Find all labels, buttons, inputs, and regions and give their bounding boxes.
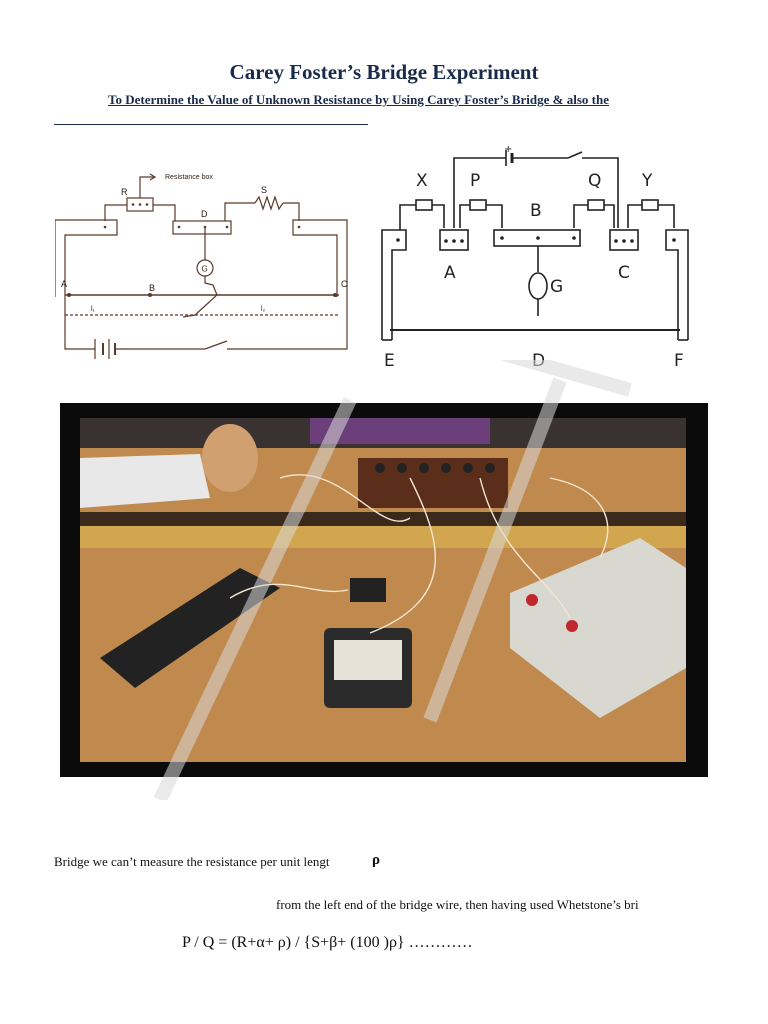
label-q: Q	[588, 171, 601, 191]
galvanometer-right	[528, 272, 548, 300]
terminal-a	[439, 229, 469, 251]
title-rule	[54, 124, 368, 125]
label-b-right: B	[530, 201, 542, 221]
resistor-q	[587, 199, 605, 211]
label-resistance-box: Resistance box	[165, 174, 213, 181]
label-r: R	[121, 187, 128, 197]
experiment-setup-photo	[80, 418, 686, 762]
supply-key	[567, 151, 583, 159]
label-a-right: A	[444, 263, 456, 283]
label-g: G	[202, 265, 208, 274]
carey-foster-circuit-diagram: Resistance box R S D G A B C l₁ l₂	[55, 173, 348, 359]
resistor-p	[469, 199, 487, 211]
battery-wire	[64, 297, 95, 350]
wire-s-right	[283, 202, 300, 221]
arrow-head	[149, 173, 157, 181]
label-y: Y	[641, 171, 653, 191]
left-end-strip	[55, 219, 118, 297]
label-x: X	[416, 171, 428, 191]
label-c-right: C	[618, 263, 630, 283]
rho-symbol: ρ	[372, 852, 381, 868]
label-l2: l₂	[261, 306, 266, 313]
middle-strip	[172, 220, 232, 235]
label-l1: l₁	[91, 306, 96, 313]
resistor-y	[641, 199, 659, 211]
wire-s-left	[224, 202, 255, 221]
terminal-b-strip	[493, 229, 581, 247]
page-title: Carey Foster’s Bridge Experiment	[229, 60, 539, 84]
label-p: P	[470, 171, 480, 191]
label-d-right: D	[532, 351, 545, 371]
wire-r-left	[104, 204, 127, 221]
label-s: S	[261, 185, 267, 195]
key-switch	[204, 340, 228, 350]
wire-r-right	[153, 204, 176, 221]
body-text-line-2: from the left end of the bridge wire, th…	[276, 897, 639, 912]
label-e: E	[384, 351, 395, 371]
top-supply-wire	[453, 157, 506, 228]
label-d: D	[201, 209, 208, 219]
label-battery-plus: +	[504, 144, 512, 155]
s-resistor	[254, 195, 284, 211]
label-c: C	[341, 279, 348, 289]
body-text-line-1: Bridge we can’t measure the resistance p…	[54, 854, 330, 869]
resistor-x	[415, 199, 433, 211]
setup-photo-frame	[60, 403, 708, 777]
label-b: B	[149, 283, 155, 293]
label-f: F	[674, 351, 684, 371]
label-a: A	[61, 279, 67, 289]
right-end-strip	[292, 219, 348, 297]
page-subtitle: To Determine the Value of Unknown Resist…	[108, 92, 609, 107]
label-g-right: G	[550, 277, 563, 297]
jockey-wire	[182, 276, 218, 318]
bridge-equation: P / Q = (R+α+ ρ) / {S+β+ (100 )ρ} …………	[182, 934, 473, 951]
left-end-terminal	[381, 229, 407, 340]
right-end-terminal	[665, 229, 689, 340]
terminal-c	[609, 229, 639, 251]
wire-resistance-box-arrow	[139, 176, 155, 198]
bridge-circuit-diagram: + X P B Q Y A G C E D F	[381, 144, 689, 371]
